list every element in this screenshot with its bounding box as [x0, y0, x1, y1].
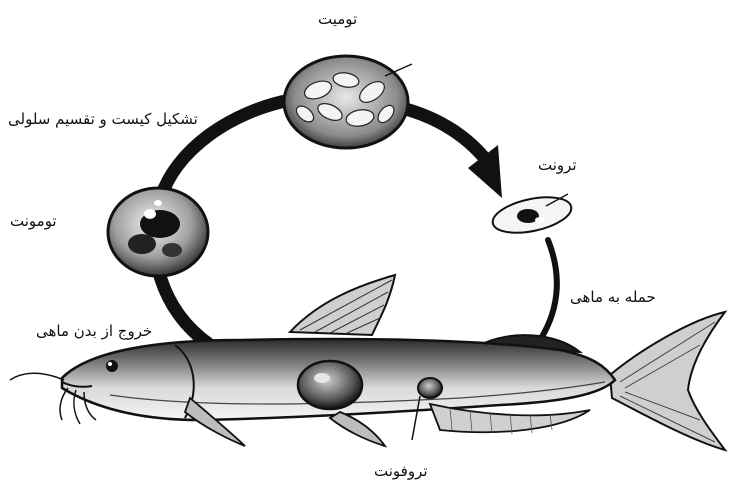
label-exit-fish: خروج از بدن ماهی: [36, 322, 152, 340]
tomite-cyst: [284, 56, 412, 148]
loop-arc-right: [540, 240, 557, 340]
label-theront: ترونت: [538, 156, 577, 174]
trophont-cyst-large: [298, 361, 362, 409]
label-cyst-division: تشکیل کیست و تقسیم سلولی: [8, 110, 198, 128]
tomont-cell: [108, 188, 208, 276]
theront-cell: [490, 191, 575, 239]
loop-arc-top: [402, 108, 490, 165]
tail-fin: [610, 312, 725, 450]
label-attack-fish: حمله به ماهی: [570, 288, 656, 306]
label-trophont: تروفونت: [374, 462, 428, 480]
label-tomont: تومونت: [10, 212, 57, 230]
trophont-cyst-small: [418, 378, 442, 398]
label-tomite: تومیت: [318, 10, 357, 28]
